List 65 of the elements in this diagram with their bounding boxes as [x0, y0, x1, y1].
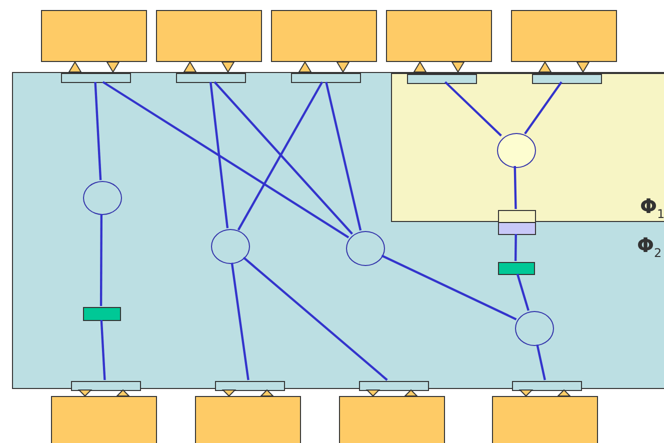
connector-line [102, 81, 350, 238]
connector-line [524, 81, 562, 134]
transition-bar [498, 262, 535, 275]
transition-bar [83, 307, 121, 321]
place-circle [83, 181, 122, 215]
block-arrow [451, 62, 465, 73]
component-box [492, 396, 598, 443]
block-arrow [556, 389, 572, 396]
block-arrow [260, 389, 274, 396]
region-panel [12, 72, 664, 389]
block-arrow [68, 61, 82, 72]
connector-line [209, 82, 229, 228]
region-label: Φ$_{2}$ [637, 235, 662, 259]
place-circle [515, 311, 554, 346]
port-bar [407, 74, 477, 84]
connector-line [100, 214, 103, 306]
connector-line [230, 262, 250, 380]
port-bar [512, 381, 582, 391]
block-arrow [221, 62, 235, 73]
block-arrow [576, 62, 590, 73]
region-label: Φ$_{1}$ [640, 196, 664, 220]
connector-line [237, 81, 324, 230]
port-bar [176, 73, 246, 83]
connector-line [536, 344, 546, 380]
component-box [156, 10, 262, 62]
block-arrow [404, 389, 418, 396]
component-box [339, 396, 445, 443]
connector-line [325, 82, 362, 231]
component-box [511, 10, 617, 62]
block-arrow [78, 390, 92, 397]
place-circle [346, 231, 385, 266]
component-box [271, 10, 377, 62]
connector-line [514, 234, 517, 262]
region-panel [391, 73, 664, 222]
port-bar [61, 73, 131, 83]
port-bar [532, 74, 602, 84]
connector-line [381, 254, 517, 320]
block-arrow [518, 390, 534, 397]
connector-line [214, 81, 354, 235]
block-arrow [538, 61, 552, 72]
connector-line [100, 320, 106, 380]
split-box [498, 210, 536, 235]
connector-line [94, 82, 102, 180]
block-arrow [116, 389, 130, 396]
component-box [51, 396, 157, 443]
component-box [195, 396, 301, 443]
block-arrow [222, 390, 236, 397]
place-circle [497, 133, 536, 168]
place-circle [211, 229, 250, 264]
block-arrow [413, 61, 427, 72]
block-arrow [183, 61, 197, 72]
connector-line [242, 256, 388, 381]
port-bar [291, 73, 361, 83]
block-arrow [106, 62, 120, 73]
connector-line [444, 81, 502, 137]
port-bar [359, 381, 429, 391]
block-arrow [366, 390, 380, 397]
block-arrow [298, 61, 312, 72]
port-bar [71, 381, 141, 391]
component-box [386, 10, 492, 62]
connector-line [516, 274, 530, 311]
connector-line [514, 166, 517, 210]
component-box [41, 10, 147, 62]
port-bar [215, 381, 285, 391]
block-arrow [336, 62, 350, 73]
